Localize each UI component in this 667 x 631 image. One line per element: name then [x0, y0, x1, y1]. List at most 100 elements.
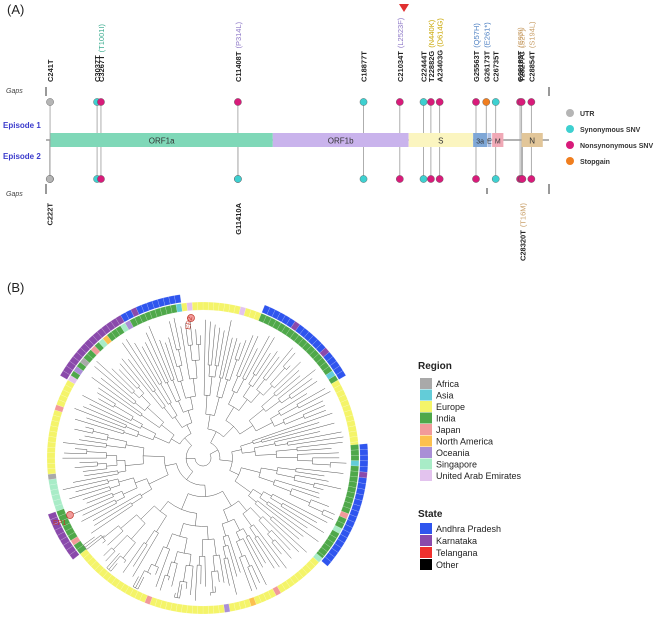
tree-branch: [147, 564, 152, 573]
region-swatch: [420, 401, 432, 412]
tree-branch: [276, 473, 295, 478]
tree-branch: [247, 567, 258, 590]
tree-branch: [125, 463, 144, 466]
tree-branch: [210, 431, 217, 444]
tree-arc: [223, 500, 239, 511]
state-cell: [358, 471, 368, 479]
tree-branch: [97, 392, 116, 405]
region-cell: [349, 470, 359, 478]
tree-branch: [270, 413, 280, 419]
tree-branch: [303, 405, 325, 415]
tree-branch: [225, 406, 235, 421]
state-swatch: [420, 535, 432, 546]
episode-2-point: [491, 175, 500, 183]
tree-branch: [179, 523, 184, 537]
tree-arc: [247, 565, 252, 568]
state-swatch: [420, 523, 432, 534]
tree-branch: [118, 477, 134, 483]
variant-name: G26173T: [482, 50, 491, 82]
tree-branch: [274, 479, 320, 494]
tree-branch: [78, 439, 107, 444]
tree-branch: [250, 507, 262, 519]
tree-arc: [152, 389, 156, 393]
tree-branch: [291, 488, 320, 499]
tree-branch: [128, 359, 154, 393]
variant-label: G26173T(E261*): [482, 22, 491, 82]
tree-branch: [183, 565, 187, 582]
tree-arc: [140, 413, 143, 417]
region-swatch: [420, 389, 432, 401]
tree-branch: [122, 542, 145, 573]
tree-arc: [249, 420, 257, 432]
tree-arc: [133, 477, 138, 488]
tree-branch: [213, 538, 217, 556]
tree-branch: [159, 501, 169, 512]
tree-arc: [136, 431, 140, 437]
tree-arc: [142, 447, 145, 464]
variant-label: C28854T(S194L): [527, 21, 536, 82]
tree-branch: [234, 480, 252, 493]
tree-arc: [208, 376, 215, 378]
variant-label: C3267T(T1001I): [97, 23, 106, 82]
tree-branch: [295, 474, 329, 482]
variant-name: G25563T: [472, 50, 481, 82]
tree-branch: [222, 491, 232, 507]
variant-name: A23403G: [436, 50, 445, 82]
tree-branch: [270, 497, 282, 505]
region-cell: [350, 465, 359, 472]
variant-aa-change: (T1001I): [97, 23, 106, 52]
tree-arc: [106, 434, 109, 441]
tree-branch: [275, 375, 301, 397]
episode-2-point: [396, 175, 404, 183]
tree-branch: [82, 499, 116, 516]
gene-label: N: [529, 137, 535, 146]
tree-branch: [193, 378, 196, 397]
state-cell: [336, 370, 346, 380]
tree-branch: [159, 574, 166, 591]
tree-branch: [107, 437, 127, 442]
tree-arc: [296, 404, 299, 409]
tree-branch: [180, 326, 190, 380]
legend-label: Nonsynonymous SNV: [580, 143, 653, 150]
tree-arc: [229, 451, 233, 471]
tree-arc: [162, 406, 166, 409]
tree-arc: [109, 486, 111, 491]
tree-arc: [246, 535, 250, 538]
region-swatch: [420, 435, 432, 447]
tree-branch: [259, 497, 268, 504]
tree-branch: [255, 353, 271, 376]
tree-branch: [248, 374, 255, 385]
legend-label: UTR: [580, 111, 594, 118]
tree-arc: [163, 546, 170, 550]
tree-branch: [265, 347, 293, 381]
tree-branch: [62, 479, 108, 490]
tree-branch: [282, 503, 318, 523]
tree-branch: [131, 497, 143, 505]
region-cell: [181, 302, 188, 312]
tree-branch: [168, 576, 170, 581]
tree-branch: [141, 488, 152, 496]
tree-arc: [216, 396, 222, 399]
region-label: Europe: [436, 402, 465, 412]
tree-arc: [140, 424, 143, 429]
tree-arc: [174, 596, 180, 599]
tree-branch: [204, 556, 206, 587]
episode-2-point: [472, 175, 480, 183]
tree-branch: [166, 533, 173, 549]
tree-arc: [280, 503, 283, 507]
tree-branch: [79, 461, 98, 463]
episode-2-point: [518, 175, 527, 183]
tree-branch: [207, 526, 209, 540]
tree-branch: [214, 327, 221, 366]
tree-branch: [231, 376, 239, 391]
tree-arc: [236, 375, 240, 378]
tree-branch: [323, 509, 335, 515]
panel-b: (B) EP1 EP2 Region State AfricaAsiaEurop…: [7, 280, 522, 615]
tree-arc: [283, 366, 287, 370]
tree-arc: [270, 383, 275, 389]
tree-branch: [194, 565, 198, 601]
variant-label: G28183T(S97I): [516, 27, 525, 82]
region-cell: [47, 473, 57, 480]
tree-branch: [145, 530, 155, 544]
tree-arc: [176, 399, 181, 403]
